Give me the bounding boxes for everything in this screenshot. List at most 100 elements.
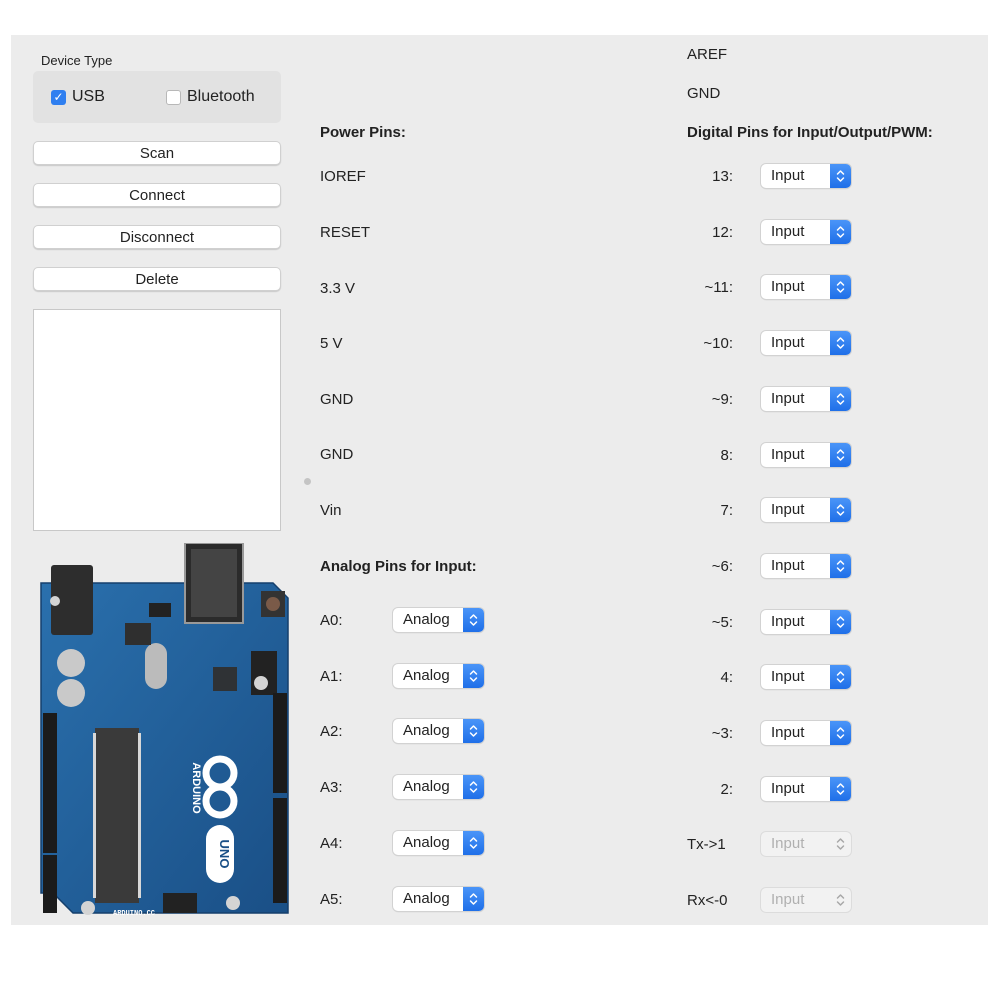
digital-pin-select[interactable]: Input [761,219,851,244]
splitter-handle[interactable] [304,478,311,485]
power-pin-label: GND [320,391,354,408]
chevron-up-down-icon [830,164,851,188]
digital-pin-select[interactable]: Input [761,609,851,634]
chevron-up-down-icon [830,442,851,467]
power-pin-label: Vin [320,502,342,519]
disconnect-button[interactable]: Disconnect [33,225,281,249]
digital-pin-label: ~9: [711,390,733,408]
digital-pin-select: Input [761,888,851,913]
analog-pin-label: A5: [320,890,343,908]
delete-button[interactable]: Delete [33,267,281,291]
board-model-text: UNO [217,840,232,869]
power-pin-label: IOREF [320,168,366,185]
digital-pin-label: ~5: [711,613,733,631]
digital-pin-label: ~6: [711,557,733,575]
digital-pin-label: Tx->1 [687,836,726,854]
digital-pin-value: Input [771,556,805,574]
digital-pin-label: 4: [720,669,733,687]
digital-pin-select: Input [761,832,851,857]
analog-pin-label: A2: [320,723,343,741]
chevron-up-down-icon [830,832,851,856]
analog-pin-select[interactable]: Analog [393,775,484,800]
chevron-up-down-icon [463,608,484,632]
chevron-up-down-icon [830,721,851,745]
chevron-up-down-icon [830,498,851,523]
digital-pin-label: 8: [720,446,733,464]
analog-pin-value: Analog [403,722,450,740]
analog-pin-select[interactable]: Analog [393,608,484,632]
arduino-board-image: UNO ARDUINO ARDUINO.CC [40,543,289,918]
chevron-up-down-icon [463,719,484,744]
digital-pin-select[interactable]: Input [761,331,851,356]
analog-pin-label: A3: [320,779,343,797]
digital-pin-value: Input [771,501,805,519]
analog-pin-label: A1: [320,667,343,685]
digital-pin-value: Input [771,167,805,184]
board-brand-text: ARDUINO [190,762,202,814]
digital-pin-value: Input [771,835,805,853]
chevron-up-down-icon [830,386,851,411]
digital-pin-select[interactable]: Input [761,721,851,745]
analog-pin-select[interactable]: Analog [393,719,484,744]
digital-pins-heading: Digital Pins for Input/Output/PWM: [687,124,933,141]
chevron-up-down-icon [830,665,851,690]
power-pin-label: GND [320,446,354,463]
checkbox-empty-icon [166,89,181,105]
digital-pin-select[interactable]: Input [761,275,851,300]
scan-button[interactable]: Scan [33,141,281,165]
chevron-up-down-icon [830,609,851,634]
analog-pin-select[interactable]: Analog [393,830,484,855]
bluetooth-label: Bluetooth [187,88,255,105]
digital-pin-label: 13: [712,168,733,185]
digital-pin-label: ~3: [711,725,733,742]
digital-pin-select[interactable]: Input [761,386,851,411]
digital-pin-label: Rx<-0 [687,892,728,910]
digital-pin-select[interactable]: Input [761,498,851,523]
device-type-group: ✓ USB Bluetooth [33,71,281,123]
digital-pin-select[interactable]: Input [761,164,851,188]
chevron-up-down-icon [463,830,484,855]
digital-pin-value: Input [771,891,805,909]
analog-pins-heading: Analog Pins for Input: [320,558,477,575]
digital-pin-select[interactable]: Input [761,553,851,578]
digital-pin-value: Input [771,334,805,352]
chevron-up-down-icon [830,553,851,578]
connect-button[interactable]: Connect [33,183,281,207]
digital-pin-label: ~11: [704,279,734,297]
main-window: Device Type ✓ USB Bluetooth Scan Connect… [11,35,988,925]
digital-pin-value: Input [771,389,805,407]
analog-pin-select[interactable]: Analog [393,886,484,911]
usb-label: USB [72,88,105,105]
digital-pin-select[interactable]: Input [761,776,851,801]
analog-pin-select[interactable]: Analog [393,663,484,688]
digital-pin-value: Input [771,668,805,686]
digital-pin-select[interactable]: Input [761,442,851,467]
analog-pin-label: A0: [320,612,343,629]
analog-pin-value: Analog [403,778,450,796]
chevron-up-down-icon [830,219,851,244]
usb-checkbox[interactable]: ✓ USB [51,88,105,106]
chevron-up-down-icon [830,776,851,801]
digital-pin-label: 7: [720,502,733,520]
bluetooth-checkbox[interactable]: Bluetooth [166,88,255,106]
analog-pin-value: Analog [403,611,450,628]
digital-pin-select[interactable]: Input [761,665,851,690]
device-list[interactable] [33,309,281,531]
power-pins-heading: Power Pins: [320,124,406,141]
power-pin-label: 5 V [320,335,343,352]
digital-pin-value: Input [771,222,805,240]
digital-pin-value: Input [771,278,805,296]
chevron-up-down-icon [830,331,851,356]
aref-label: AREF [687,46,728,63]
power-pin-label: 3.3 V [320,280,356,297]
digital-pin-label: ~10: [703,335,733,353]
chevron-up-down-icon [463,775,484,800]
chevron-up-down-icon [463,663,484,688]
digital-pin-value: Input [771,779,805,797]
digital-pin-label: 12: [712,223,733,241]
power-pin-label: RESET [320,224,371,241]
digital-pin-value: Input [771,724,805,741]
device-type-label: Device Type [41,53,113,68]
chevron-up-down-icon [830,275,851,300]
analog-pin-value: Analog [403,833,450,851]
